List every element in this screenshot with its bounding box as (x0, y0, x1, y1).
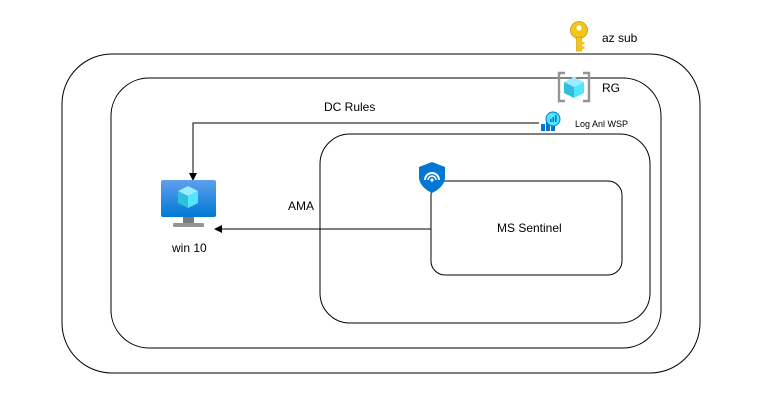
resource-group-container (110, 77, 662, 349)
dc-rules-label: DC Rules (324, 100, 376, 114)
sentinel-label: MS Sentinel (497, 221, 562, 235)
resource-group-label: RG (602, 81, 620, 95)
dc-rules-connector (192, 122, 539, 174)
workspace-label: Log Anl WSP (575, 119, 629, 129)
vm-label: win 10 (172, 241, 207, 255)
key-icon (570, 21, 588, 52)
subscription-container (61, 53, 701, 374)
sentinel-shield-icon (419, 162, 445, 193)
subscription-label: az sub (602, 31, 638, 45)
log-analytics-icon (541, 111, 561, 131)
virtual-machine-icon (161, 180, 216, 227)
ama-arrowhead (214, 225, 222, 233)
resource-group-icon (557, 71, 591, 103)
ama-label: AMA (288, 199, 315, 213)
dc-rules-arrowhead (189, 173, 197, 181)
sentinel-box (430, 180, 623, 276)
